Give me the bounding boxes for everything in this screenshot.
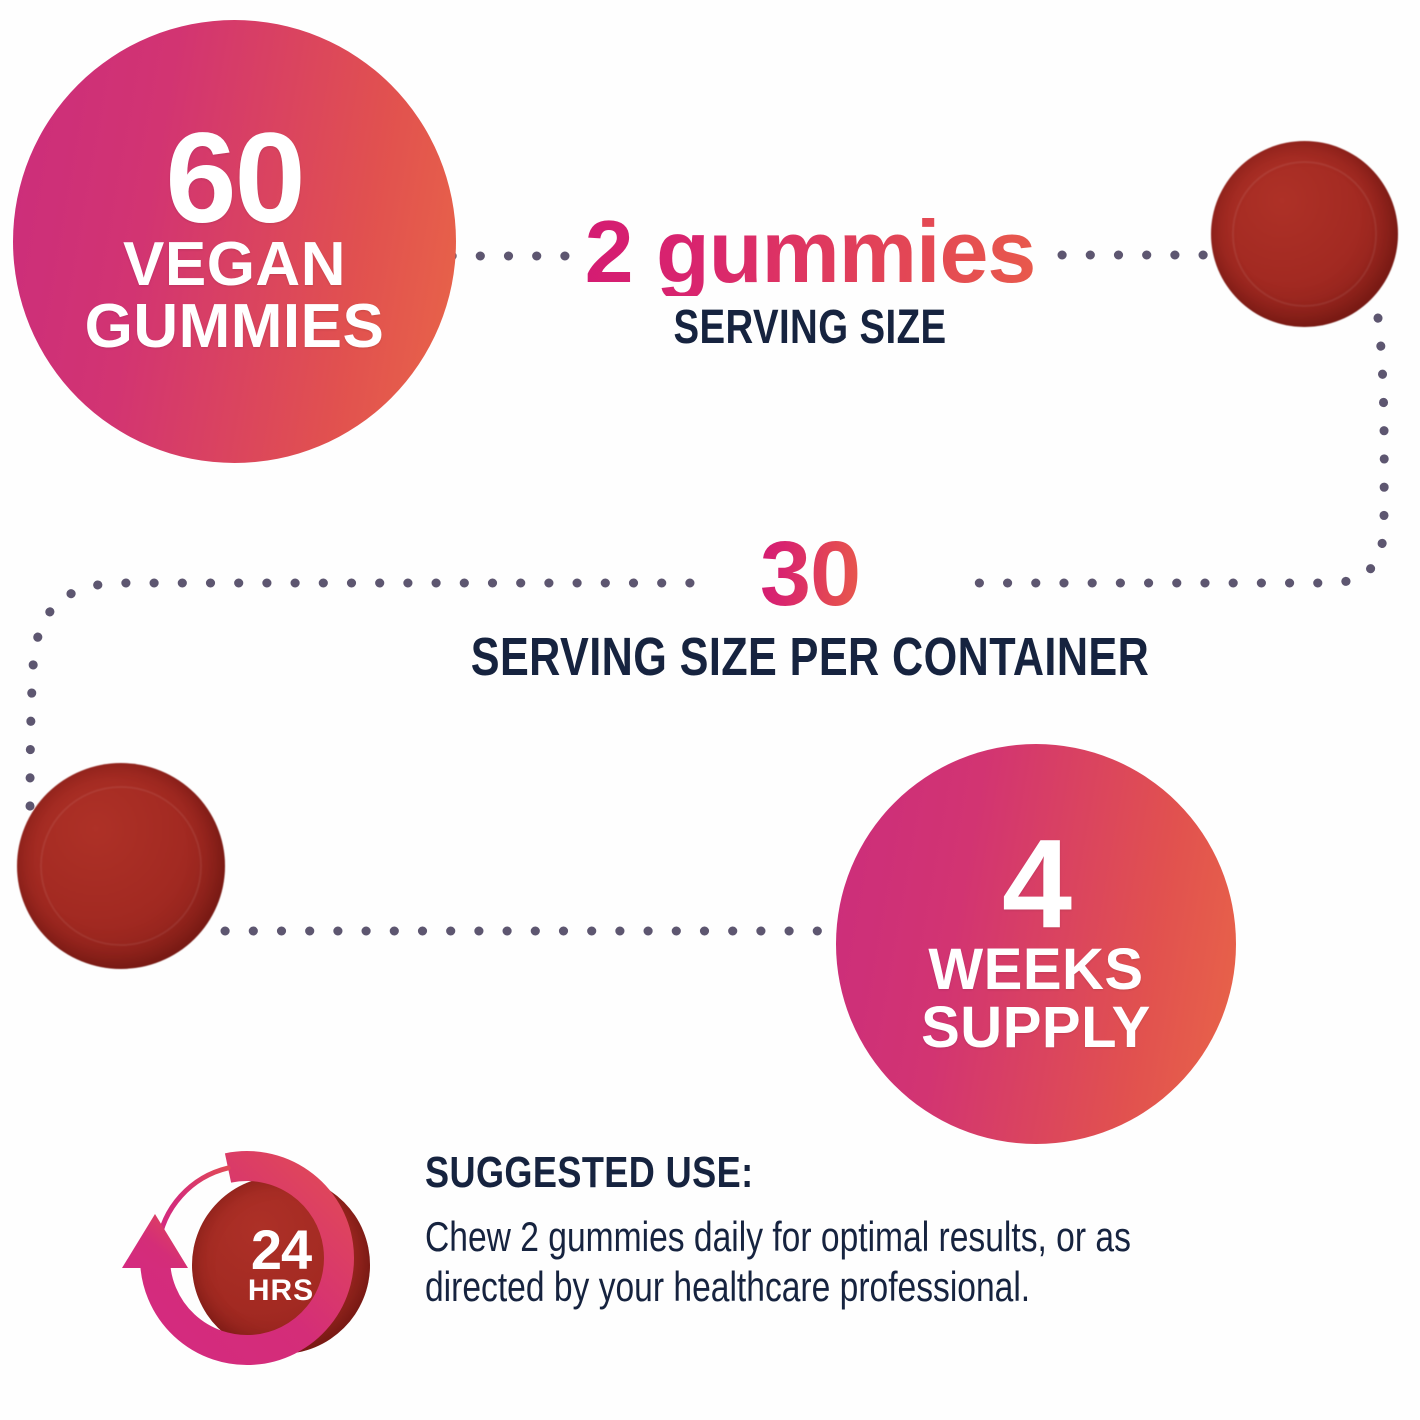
badge-4-line2: SUPPLY (921, 994, 1151, 1060)
badge-4-weeks-supply: 4 WEEKS SUPPLY (836, 744, 1236, 1144)
serving-size-label: 2 gummies SERVING SIZE (520, 208, 1100, 355)
servings-per-container-caption: SERVING SIZE PER CONTAINER (470, 627, 1150, 687)
servings-per-container-value: 30 (759, 523, 861, 625)
servings-per-container-label: 30 SERVING SIZE PER CONTAINER (360, 528, 1260, 688)
badge-60-line1: VEGAN (123, 230, 346, 300)
refresh-24hrs-unit: HRS (247, 1273, 315, 1307)
refresh-24hrs-icon: 24 HRS (100, 1118, 400, 1418)
badge-60-line2: GUMMIES (84, 292, 385, 362)
badge-60-number: 60 (165, 106, 305, 250)
suggested-use-title: SUGGESTED USE: (425, 1148, 754, 1197)
serving-size-value: 2 gummies (584, 202, 1037, 301)
circular-arrow-icon (122, 1151, 354, 1365)
gummy-disc-top-right (1211, 141, 1398, 327)
badge-60-vegan-gummies: 60 VEGAN GUMMIES (13, 20, 456, 463)
suggested-use-block: SUGGESTED USE: Chew 2 gummies daily for … (425, 1148, 1245, 1311)
refresh-24hrs-number: 24 (250, 1218, 312, 1282)
gummy-disc-left (17, 763, 225, 969)
badge-4-line1: WEEKS (928, 936, 1144, 1002)
badge-4-number: 4 (1001, 813, 1072, 955)
serving-size-caption: SERVING SIZE (673, 301, 947, 354)
suggested-use-body: Chew 2 gummies daily for optimal results… (425, 1213, 1131, 1310)
